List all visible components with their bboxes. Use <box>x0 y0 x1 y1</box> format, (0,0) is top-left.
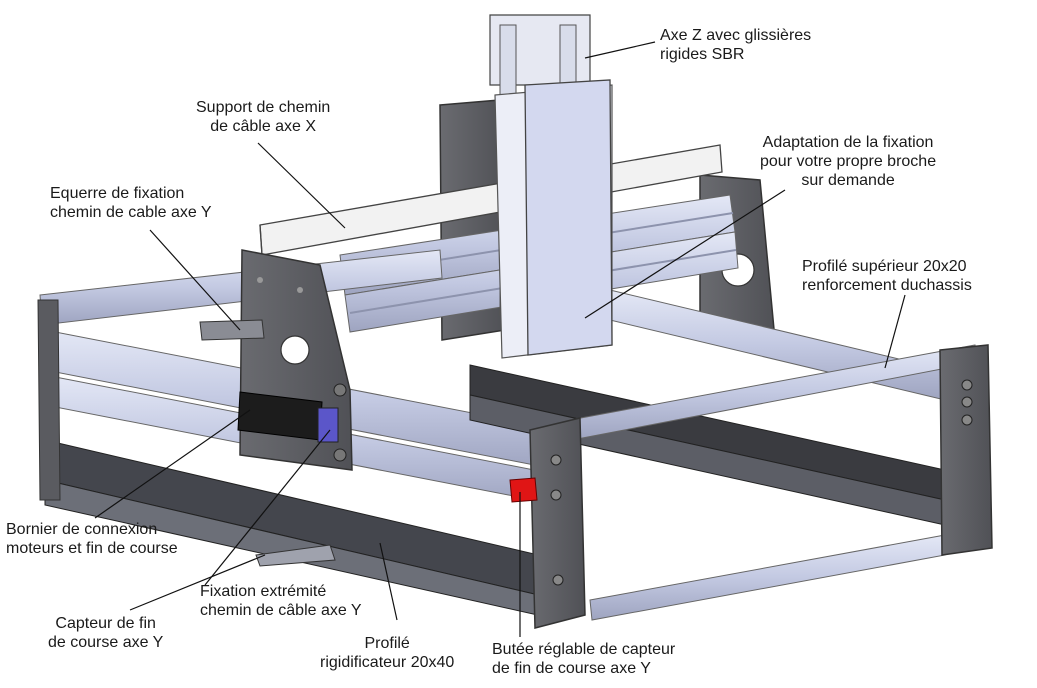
label-end-fixing-line2: chemin de câble axe Y <box>200 602 362 619</box>
label-stiffener: Profilé rigidificateur 20x40 <box>320 634 454 672</box>
leader-z-axis <box>584 41 656 59</box>
label-end-fixing-line1: Fixation extrémité <box>200 583 327 600</box>
label-sensor-y-line2: de course axe Y <box>48 634 164 651</box>
leader-end-fixing <box>204 429 331 586</box>
label-spindle-mount-line2: pour votre propre broche <box>760 153 937 170</box>
leader-spindle-mount <box>584 189 786 319</box>
label-spindle-mount-line1: Adaptation de la fixation <box>762 134 934 151</box>
label-cable-support-x-line1: Support de chemin <box>196 99 331 116</box>
label-stiffener-line1: Profilé <box>364 635 410 652</box>
label-upper-profile: Profilé supérieur 20x20 renforcement duc… <box>802 257 972 295</box>
label-terminal-block-line2: moteurs et fin de course <box>6 540 178 557</box>
label-z-axis: Axe Z avec glissières rigides SBR <box>660 26 811 64</box>
leader-lines <box>94 41 906 637</box>
label-end-fixing: Fixation extrémité chemin de câble axe Y <box>200 582 362 620</box>
leader-stiffener <box>379 542 398 621</box>
label-upper-profile-line1: Profilé supérieur 20x20 <box>802 258 967 275</box>
label-terminal-block-line1: Bornier de connexion <box>6 521 158 538</box>
label-z-axis-line2: rigides SBR <box>660 46 745 63</box>
leader-cable-support-x <box>257 142 346 229</box>
label-stiffener-line2: rigidificateur 20x40 <box>320 654 455 671</box>
label-upper-profile-line2: renforcement duchassis <box>802 277 972 294</box>
leader-terminal-block <box>94 409 251 519</box>
back-right-frame-plate <box>939 344 993 556</box>
label-cable-support-x-line2: de câble axe X <box>210 118 317 135</box>
adjustable-stop-y <box>509 477 538 503</box>
front-right-frame-plate <box>529 417 586 629</box>
limit-sensor-y <box>317 407 339 443</box>
label-sensor-y: Capteur de fin de course axe Y <box>48 614 163 652</box>
leader-upper-profile <box>884 294 906 369</box>
label-bracket-y: Equerre de fixation chemin de cable axe … <box>50 184 212 222</box>
label-sensor-y-line1: Capteur de fin <box>55 615 156 632</box>
label-terminal-block: Bornier de connexion moteurs et fin de c… <box>6 520 178 558</box>
leader-sensor-y <box>129 554 266 611</box>
label-bracket-y-line2: chemin de cable axe Y <box>50 204 212 221</box>
label-bracket-y-line1: Equerre de fixation <box>50 185 185 202</box>
cable-bracket-y <box>199 319 265 341</box>
end-fixing-y <box>255 544 336 567</box>
label-stop-y: Butée réglable de capteur de fin de cour… <box>492 640 675 678</box>
label-stop-y-line1: Butée réglable de capteur <box>492 641 676 658</box>
label-cable-support-x: Support de chemin de câble axe X <box>196 98 330 136</box>
left-end-plate <box>37 299 61 501</box>
label-spindle-mount-line3: sur demande <box>801 172 895 189</box>
leader-bracket-y <box>149 229 241 331</box>
z-axis-assembly <box>489 14 613 359</box>
label-z-axis-line1: Axe Z avec glissières <box>660 27 812 44</box>
label-stop-y-line2: de fin de course axe Y <box>492 660 651 677</box>
label-spindle-mount: Adaptation de la fixation pour votre pro… <box>760 133 936 190</box>
